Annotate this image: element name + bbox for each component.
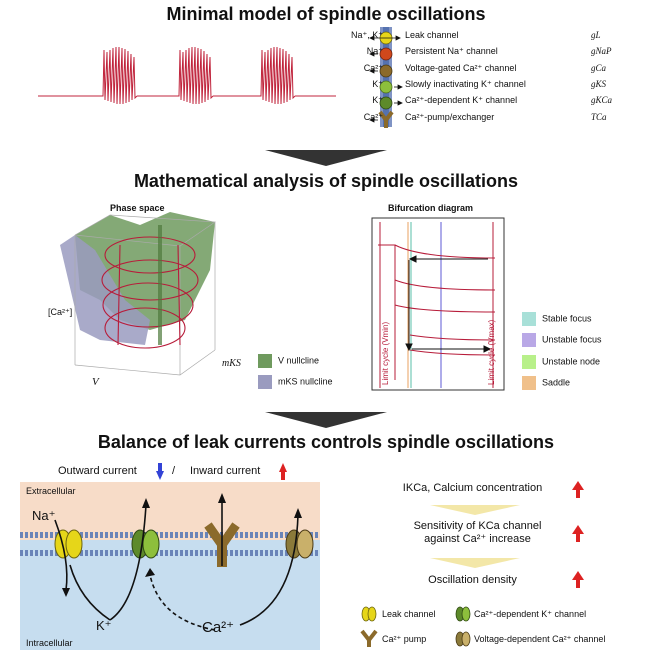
mks-nullcline-swatch — [258, 375, 272, 389]
phase-z-label: mKS — [222, 358, 241, 369]
ca-label: Ca²⁺ — [202, 619, 235, 636]
v-nullcline-swatch — [258, 354, 272, 368]
outward-label: Outward current — [58, 465, 137, 477]
stable-focus-swatch — [522, 312, 536, 326]
phase-y-label: [Ca²⁺] — [48, 307, 73, 317]
separator: / — [172, 465, 176, 477]
vdcc-membrane — [285, 529, 314, 559]
mks-nullcline-surface — [60, 235, 150, 345]
channel-symbol: gKS — [591, 79, 607, 89]
bif-legend-stable-focus: Stable focus — [522, 312, 592, 326]
na-label: Na⁺ — [32, 508, 56, 523]
legend-leak: Leak channel — [382, 609, 436, 619]
legend-label: V nullcline — [278, 355, 320, 366]
phase-x-label: V — [92, 376, 99, 388]
extracellular-label: Extracellular — [26, 486, 76, 496]
legend-vdcc: Voltage-dependent Ca²⁺ channel — [474, 634, 606, 644]
channel-symbol: gKCa — [591, 95, 613, 105]
ion-label: Na⁺ — [366, 46, 383, 56]
arrow-down-1 — [265, 150, 387, 166]
section3-title: Balance of leak currents controls spindl… — [97, 432, 555, 452]
channel-symbol: gNaP — [591, 46, 612, 56]
channel-name: Ca²⁺-dependent K⁺ channel — [405, 95, 518, 105]
limit-cycle-right-label: Limit cycle (Vmax) — [487, 319, 496, 385]
limit-cycle-trajectories — [101, 236, 199, 349]
bifurcation-branches — [378, 244, 496, 380]
leak-channel-membrane — [54, 529, 83, 559]
channel-arrows — [369, 35, 403, 123]
ion-label: Ca²⁺ — [363, 112, 383, 122]
bifurcation-title: Bifurcation diagram — [388, 203, 474, 213]
legend-label: Unstable node — [542, 356, 601, 367]
channel-symbol: gCa — [591, 63, 607, 73]
ca-pump-icon — [378, 110, 394, 128]
voltage-gated-ca-channel-icon — [379, 64, 393, 78]
phase-space-title: Phase space — [110, 203, 165, 213]
unstable-node-swatch — [522, 355, 536, 369]
legend-icons — [360, 606, 471, 647]
slow-k-channel-icon — [379, 80, 393, 94]
channel-name: Persistent Na⁺ channel — [405, 46, 498, 56]
arrow-down-2 — [265, 412, 387, 428]
bif-legend-unstable-focus: Unstable focus — [522, 333, 602, 347]
phase-space-plot — [60, 212, 217, 376]
legend-label: mKS nullcline — [278, 376, 333, 387]
inward-label: Inward current — [190, 465, 261, 477]
legend-label: Saddle — [542, 377, 571, 388]
bif-legend-saddle: Saddle — [522, 376, 570, 390]
flow-step-2: Sensitivity of KCa channel against Ca²⁺ … — [413, 520, 542, 545]
section1-title: Minimal model of spindle oscillations — [166, 4, 486, 24]
channel-icons — [378, 31, 394, 128]
kca-channel-membrane — [131, 529, 160, 559]
channel-name: Leak channel — [405, 30, 459, 40]
up-arrows — [572, 481, 584, 588]
k-label: K⁺ — [96, 618, 112, 633]
arrowheads — [62, 493, 302, 597]
section2-title: Mathematical analysis of spindle oscilla… — [133, 171, 519, 191]
limit-cycle-left-label: Limit cycle (Vmin) — [381, 321, 390, 385]
bif-legend-unstable-node: Unstable node — [522, 355, 600, 369]
ca-dependent-k-channel-icon — [379, 96, 393, 110]
burst-2 — [176, 46, 214, 105]
bifurcation-arrows — [405, 255, 492, 353]
ion-label: Ca²⁺ — [363, 63, 383, 73]
ion-label: Na⁺, K⁺ — [350, 30, 383, 40]
channel-name: Ca²⁺-pump/exchanger — [405, 112, 495, 122]
bifurcation-plot — [371, 217, 505, 391]
flow-chevrons — [430, 505, 520, 568]
legend-kca: Ca²⁺-dependent K⁺ channel — [474, 609, 587, 619]
channel-name: Voltage-gated Ca²⁺ channel — [405, 63, 517, 73]
phase-legend-v: V nullcline — [258, 354, 319, 368]
cell-diagram — [20, 482, 320, 650]
ion-label: K⁺ — [372, 95, 383, 105]
channel-symbol: TCa — [591, 112, 607, 122]
ion-label: K⁺ — [372, 79, 383, 89]
burst-3 — [258, 46, 296, 105]
legend-label: Unstable focus — [542, 334, 602, 345]
unstable-focus-swatch — [522, 333, 536, 347]
channel-name: Slowly inactivating K⁺ channel — [405, 79, 526, 89]
legend-pump: Ca²⁺ pump — [382, 634, 427, 644]
saddle-swatch — [522, 376, 536, 390]
ion-flow-arrows — [54, 500, 299, 631]
persistent-na-channel-icon — [379, 47, 393, 61]
phase-legend-mks: mKS nullcline — [258, 375, 333, 389]
legend-label: Stable focus — [542, 313, 592, 324]
voltage-trace — [38, 46, 336, 105]
burst-1 — [100, 46, 138, 105]
flow-step-3: Oscillation density — [428, 574, 517, 586]
flow-step-1: IKCa, Calcium concentration — [402, 482, 543, 494]
channel-symbol: gL — [591, 30, 601, 40]
intracellular-label: Intracellular — [26, 638, 73, 648]
direction-arrows — [156, 463, 287, 480]
